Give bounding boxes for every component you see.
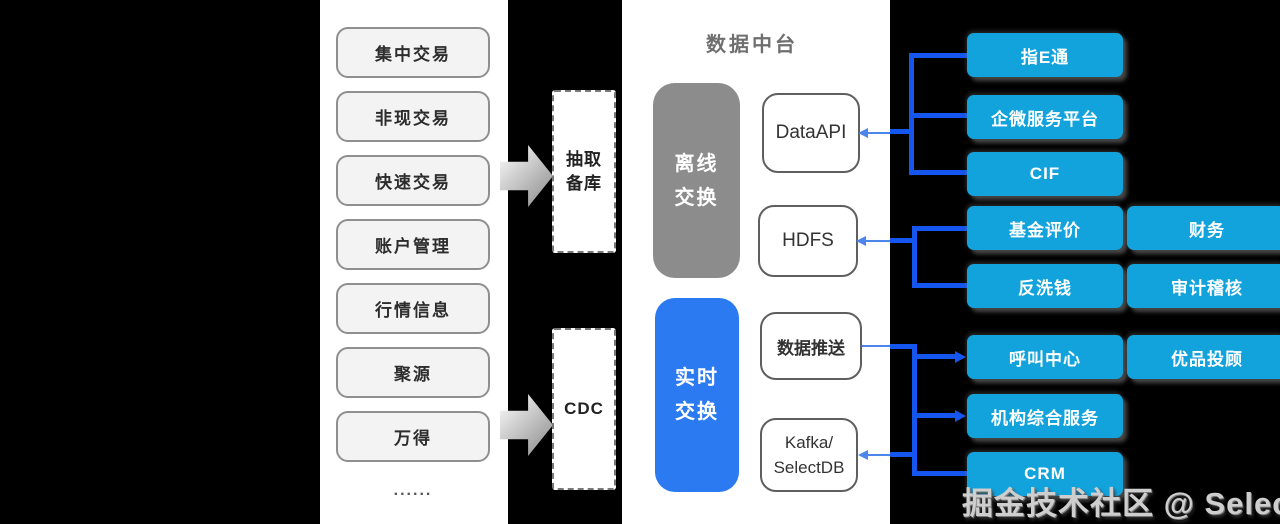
source-box: 集中交易	[336, 27, 490, 78]
source-box: 账户管理	[336, 219, 490, 270]
arrowhead-right-icon	[955, 410, 966, 422]
connector-line	[912, 283, 967, 288]
offline-exchange-pill: 离线 交换	[653, 83, 740, 278]
dataapi-label: DataAPI	[775, 122, 847, 143]
app-box: 机构综合服务	[967, 394, 1123, 438]
connector-line	[862, 345, 914, 347]
offline-line2: 交换	[674, 186, 719, 209]
connector-line	[912, 471, 967, 476]
cdc-label: CDC	[564, 399, 604, 418]
arrowhead-left-icon	[856, 236, 866, 246]
app-box: 基金评价	[967, 206, 1123, 250]
realtime-line2: 交换	[675, 401, 719, 423]
connector-line	[912, 226, 967, 231]
cdc-box: CDC	[552, 328, 616, 490]
app-box: 审计稽核	[1127, 264, 1280, 308]
arrowhead-right-icon	[955, 351, 966, 363]
app-box: 优品投顾	[1127, 335, 1280, 379]
connector-line	[909, 170, 967, 175]
app-box: CIF	[967, 152, 1123, 196]
watermark-text: 掘金技术社区 @ SelectDB	[962, 486, 1280, 521]
app-box: CRM	[967, 452, 1123, 496]
app-box: 呼叫中心	[967, 335, 1123, 379]
kafka-selectdb-box: Kafka/ SelectDB	[760, 418, 858, 492]
source-box: 快速交易	[336, 155, 490, 206]
connector-line	[909, 113, 967, 118]
connector-line	[866, 454, 912, 456]
hdfs-box: HDFS	[758, 205, 858, 277]
batch-extract-box: 抽取 备库	[552, 90, 616, 253]
data-push-box: 数据推送	[760, 312, 862, 380]
source-box: 聚源	[336, 347, 490, 398]
connector-line	[909, 53, 967, 58]
realtime-line1: 实时	[675, 367, 719, 389]
source-box: 非现交易	[336, 91, 490, 142]
connector-line	[890, 452, 917, 457]
page-title: 数据中台	[706, 34, 798, 56]
connector-line	[912, 413, 955, 418]
app-box: 指E通	[967, 33, 1123, 77]
source-ellipsis: ......	[393, 482, 433, 499]
batch-extract-line2: 备库	[566, 173, 602, 193]
data-push-label: 数据推送	[777, 338, 845, 358]
source-box: 行情信息	[336, 283, 490, 334]
connector-line	[864, 240, 912, 242]
connector-line	[912, 354, 957, 359]
app-box: 企微服务平台	[967, 95, 1123, 139]
dataapi-box: DataAPI	[762, 93, 860, 173]
realtime-exchange-pill: 实时 交换	[655, 298, 739, 492]
connector-line	[912, 226, 917, 288]
connector-line	[890, 344, 917, 349]
batch-extract-line1: 抽取	[566, 149, 602, 169]
hdfs-label: HDFS	[782, 230, 834, 251]
connector-line	[890, 129, 914, 134]
kafka-line2: SelectDB	[773, 458, 845, 477]
source-box: 万得	[336, 411, 490, 462]
offline-line1: 离线	[674, 152, 719, 175]
arrowhead-left-icon	[858, 128, 868, 138]
connector-line	[890, 238, 917, 243]
kafka-line1: Kafka/	[784, 433, 834, 452]
app-box: 财务	[1127, 206, 1280, 250]
connector-line	[866, 132, 910, 134]
connector-line	[912, 344, 917, 476]
app-box: 反洗钱	[967, 264, 1123, 308]
arrowhead-left-icon	[858, 450, 868, 460]
